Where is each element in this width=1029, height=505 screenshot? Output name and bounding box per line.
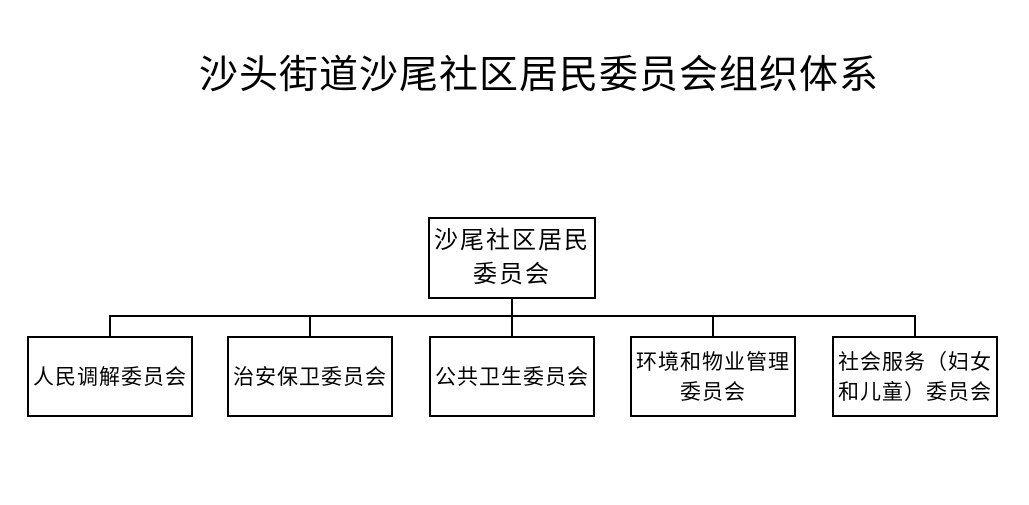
connector-drop-security	[309, 315, 311, 336]
org-node-environment: 环境和物业管理 委员会	[630, 336, 796, 417]
org-node-social-services: 社会服务（妇女 和儿童）委员会	[832, 336, 998, 417]
org-node-mediation: 人民调解委员会	[27, 336, 193, 417]
chart-title: 沙头街道沙尾社区居民委员会组织体系	[198, 54, 879, 97]
connector-drop-health	[511, 315, 513, 336]
connector-root-stub	[511, 299, 513, 316]
org-node-health: 公共卫生委员会	[429, 336, 595, 417]
connector-drop-environment	[712, 315, 714, 336]
connector-drop-mediation	[109, 315, 111, 336]
org-node-root: 沙尾社区居民 委员会	[428, 217, 596, 299]
org-node-security: 治安保卫委员会	[227, 336, 393, 417]
connector-drop-social-services	[914, 315, 916, 336]
